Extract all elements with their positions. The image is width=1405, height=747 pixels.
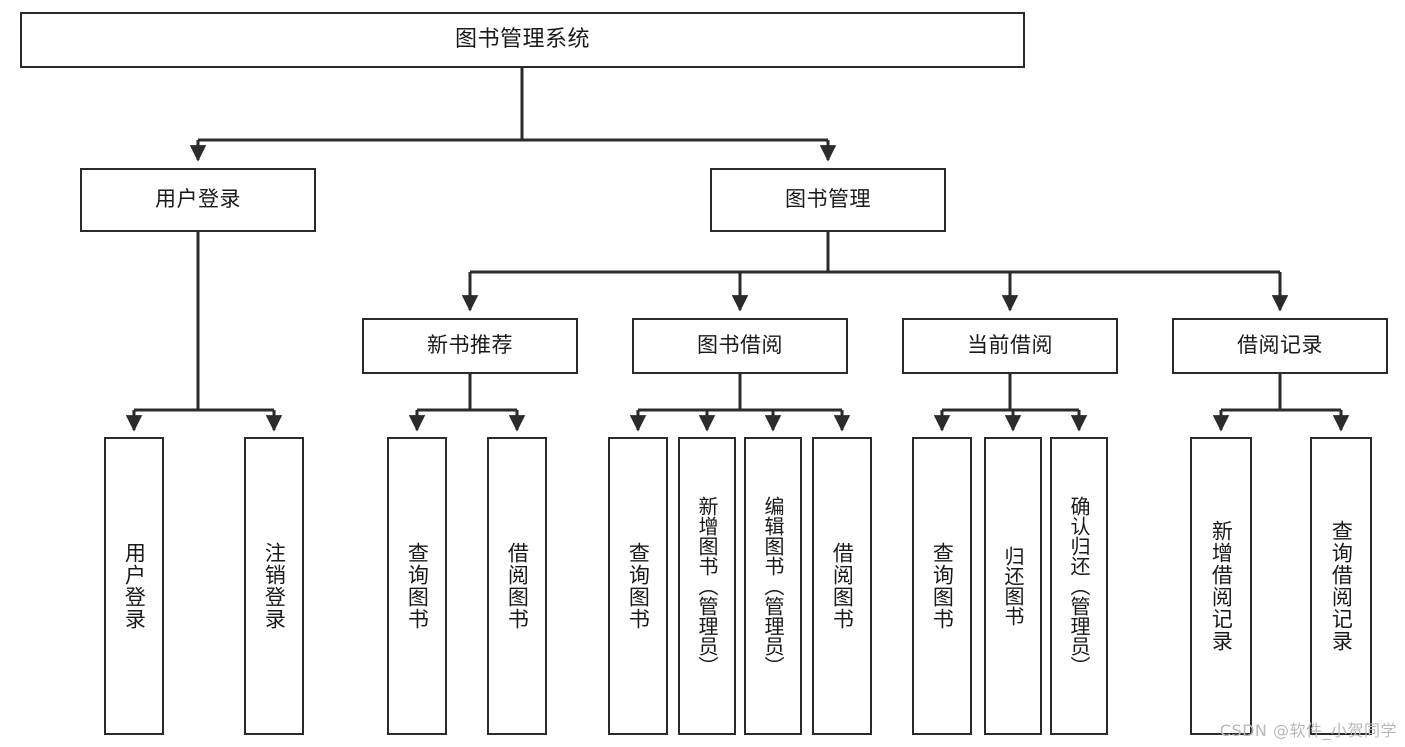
node-label: 新增借阅记录 xyxy=(1209,520,1234,652)
leaf-query-book-current[interactable]: 查询图书 xyxy=(912,437,972,735)
node-label: 新增图书（管理员） xyxy=(695,496,719,676)
node-label: 新书推荐 xyxy=(427,333,513,358)
leaf-query-borrow-record[interactable]: 查询借阅记录 xyxy=(1310,437,1372,735)
leaf-query-book-borrow[interactable]: 查询图书 xyxy=(608,437,668,735)
node-label: 归还图书 xyxy=(1001,546,1025,626)
node-label: 编辑图书（管理员） xyxy=(761,496,785,676)
node-label: 图书管理系统 xyxy=(454,26,590,52)
watermark-text: CSDN @软件_小贺同学 xyxy=(1219,721,1397,740)
leaf-confirm-return-admin[interactable]: 确认归还（管理员） xyxy=(1050,437,1108,735)
leaf-edit-book-admin[interactable]: 编辑图书（管理员） xyxy=(744,437,802,735)
node-label: 确认归还（管理员） xyxy=(1067,496,1091,676)
node-borrow-records[interactable]: 借阅记录 xyxy=(1172,318,1388,374)
node-user-login[interactable]: 用户登录 xyxy=(80,168,316,232)
node-current-borrow[interactable]: 当前借阅 xyxy=(902,318,1118,374)
leaf-logout[interactable]: 注销登录 xyxy=(244,437,304,735)
node-label: 查询借阅记录 xyxy=(1329,520,1354,652)
node-label: 查询图书 xyxy=(405,542,430,630)
leaf-query-book-recommend[interactable]: 查询图书 xyxy=(387,437,447,735)
node-label: 当前借阅 xyxy=(967,333,1053,358)
node-label: 图书借阅 xyxy=(697,333,783,358)
leaf-user-login[interactable]: 用户登录 xyxy=(104,437,164,735)
node-label: 借阅记录 xyxy=(1237,333,1323,358)
node-book-management[interactable]: 图书管理 xyxy=(710,168,946,232)
leaf-borrow-book-recommend[interactable]: 借阅图书 xyxy=(487,437,547,735)
node-book-borrow[interactable]: 图书借阅 xyxy=(632,318,848,374)
node-label: 用户登录 xyxy=(155,187,241,212)
node-label: 查询图书 xyxy=(930,542,955,630)
node-label: 借阅图书 xyxy=(505,542,530,630)
node-label: 注销登录 xyxy=(262,542,287,630)
node-label: 借阅图书 xyxy=(830,542,855,630)
leaf-return-book[interactable]: 归还图书 xyxy=(984,437,1042,735)
node-new-book-recommend[interactable]: 新书推荐 xyxy=(362,318,578,374)
node-label: 查询图书 xyxy=(626,542,651,630)
node-label: 用户登录 xyxy=(122,542,147,630)
leaf-add-borrow-record[interactable]: 新增借阅记录 xyxy=(1190,437,1252,735)
leaf-borrow-book[interactable]: 借阅图书 xyxy=(812,437,872,735)
node-label: 图书管理 xyxy=(785,187,871,212)
leaf-add-book-admin[interactable]: 新增图书（管理员） xyxy=(678,437,736,735)
node-root-system[interactable]: 图书管理系统 xyxy=(20,12,1025,68)
